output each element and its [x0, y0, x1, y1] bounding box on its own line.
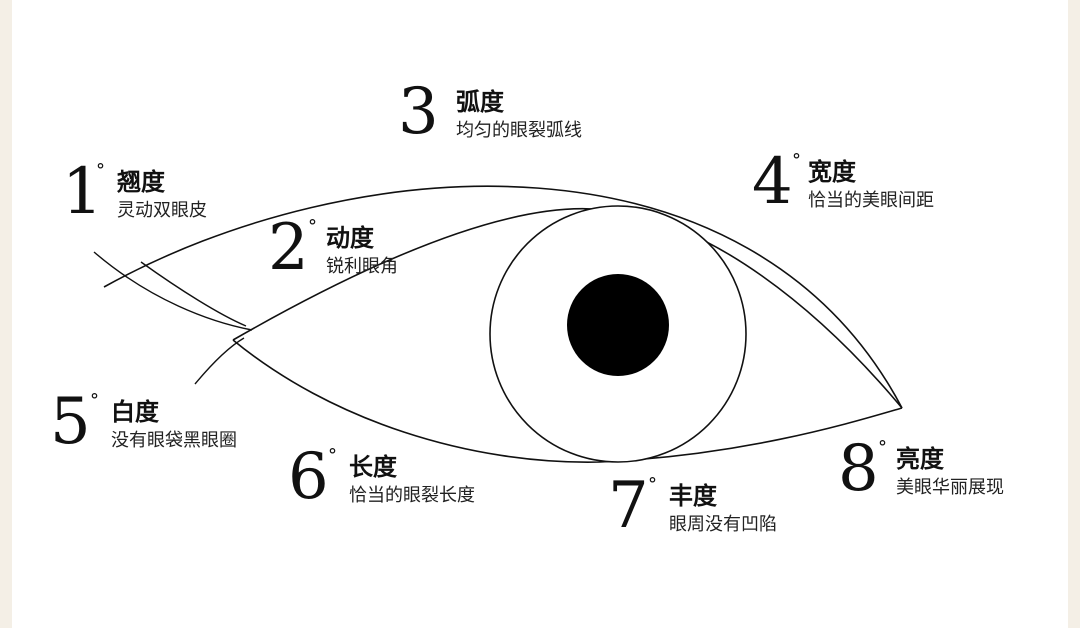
feature-6-subtitle: 恰当的眼裂长度 — [349, 485, 475, 506]
feature-4-degree: ° — [792, 150, 801, 171]
feature-4-subtitle: 恰当的美眼间距 — [808, 190, 934, 211]
feature-8-number: 8 — [838, 432, 879, 506]
feature-8-title: 亮度 — [896, 445, 944, 473]
feature-2-subtitle: 锐利眼角 — [326, 256, 398, 277]
feature-5-number: 5 — [50, 385, 91, 459]
feature-8-degree: ° — [878, 437, 887, 458]
feature-4-number: 4 — [752, 145, 793, 219]
feature-1-subtitle: 灵动双眼皮 — [117, 200, 207, 221]
feature-6-degree: ° — [328, 445, 337, 466]
feature-1-title: 翘度 — [117, 168, 165, 196]
feature-7-degree: ° — [648, 474, 657, 495]
feature-4-title: 宽度 — [808, 158, 856, 186]
feature-5-degree: ° — [90, 390, 99, 411]
corner-line-inner — [93, 251, 253, 331]
lower-lid-line — [232, 339, 903, 463]
feature-6-title: 长度 — [349, 453, 397, 481]
feature-3-number: 3 — [398, 75, 439, 149]
feature-5-subtitle: 没有眼袋黑眼圈 — [111, 430, 237, 451]
feature-3-subtitle: 均匀的眼裂弧线 — [456, 120, 582, 141]
feature-7-number: 7 — [608, 469, 649, 543]
feature-1-degree: ° — [96, 160, 105, 181]
feature-2-number: 2 — [268, 211, 309, 285]
corner-line-middle — [140, 261, 247, 327]
feature-1-number: 1 — [62, 155, 103, 229]
feature-3-title: 弧度 — [456, 88, 504, 116]
feature-6-number: 6 — [288, 440, 329, 514]
lower-eye-line — [194, 337, 245, 385]
feature-8-subtitle: 美眼华丽展现 — [896, 477, 1004, 498]
feature-7-subtitle: 眼周没有凹陷 — [669, 514, 777, 535]
pupil-circle — [567, 274, 669, 376]
outer-eyelid-line — [103, 185, 903, 409]
feature-7-title: 丰度 — [669, 482, 717, 510]
feature-2-degree: ° — [308, 216, 317, 237]
feature-2-title: 动度 — [326, 224, 374, 252]
feature-5-title: 白度 — [111, 398, 159, 426]
